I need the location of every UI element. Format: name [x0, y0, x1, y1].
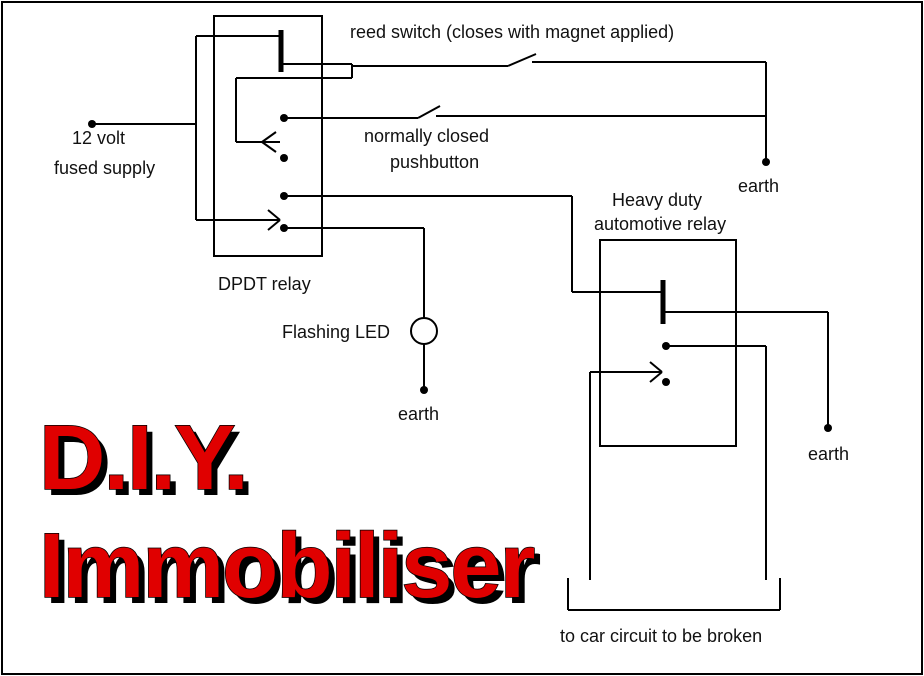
pushbutton-contact	[417, 105, 441, 119]
dpdt-contact-2	[280, 154, 288, 162]
relay-feed-wiring	[284, 195, 662, 293]
earth-led-label: earth	[398, 404, 439, 424]
dpdt-relay-label: DPDT relay	[218, 274, 311, 294]
flashing-led	[410, 317, 438, 345]
title-line1: D.I.Y.	[39, 407, 247, 509]
car-circuit-wiring	[567, 345, 781, 611]
car-circuit-label: to car circuit to be broken	[560, 626, 762, 646]
supply-wiring	[92, 35, 281, 221]
supply-label-line1: 12 volt	[72, 128, 125, 148]
flashing-led-label: Flashing LED	[282, 322, 390, 342]
pushbutton-label-line1: normally closed	[364, 126, 489, 146]
reed-switch-contact	[507, 53, 537, 67]
supply-label-line2: fused supply	[54, 158, 155, 178]
heavy-relay-label-line1: Heavy duty	[612, 190, 702, 210]
dpdt-relay-box	[213, 15, 323, 257]
earth-top-label: earth	[738, 176, 779, 196]
earth-top-terminal	[762, 158, 770, 166]
earth-right-label: earth	[808, 444, 849, 464]
heavy-relay-arm	[590, 361, 663, 383]
title-line1-shadow: D.I.Y.	[45, 413, 253, 515]
dpdt-arm-bottom	[262, 209, 281, 231]
heavy-relay-earth-wiring	[663, 311, 829, 428]
reed-switch-wiring	[235, 53, 767, 162]
pushbutton-wiring	[284, 105, 766, 119]
dpdt-arm-top	[261, 131, 280, 153]
heavy-relay-label-line2: automotive relay	[594, 214, 726, 234]
heavy-relay-contact-2	[662, 378, 670, 386]
heavy-relay-box	[599, 239, 737, 447]
earth-right-terminal	[824, 424, 832, 432]
pushbutton-label-line2: pushbutton	[390, 152, 479, 172]
title-line2: Immobiliser	[39, 515, 535, 617]
earth-led-terminal	[420, 386, 428, 394]
title-line2-shadow: Immobiliser	[45, 521, 541, 623]
supply-terminal	[88, 120, 96, 128]
reed-switch-label: reed switch (closes with magnet applied)	[350, 22, 674, 42]
led-wiring	[284, 227, 425, 390]
